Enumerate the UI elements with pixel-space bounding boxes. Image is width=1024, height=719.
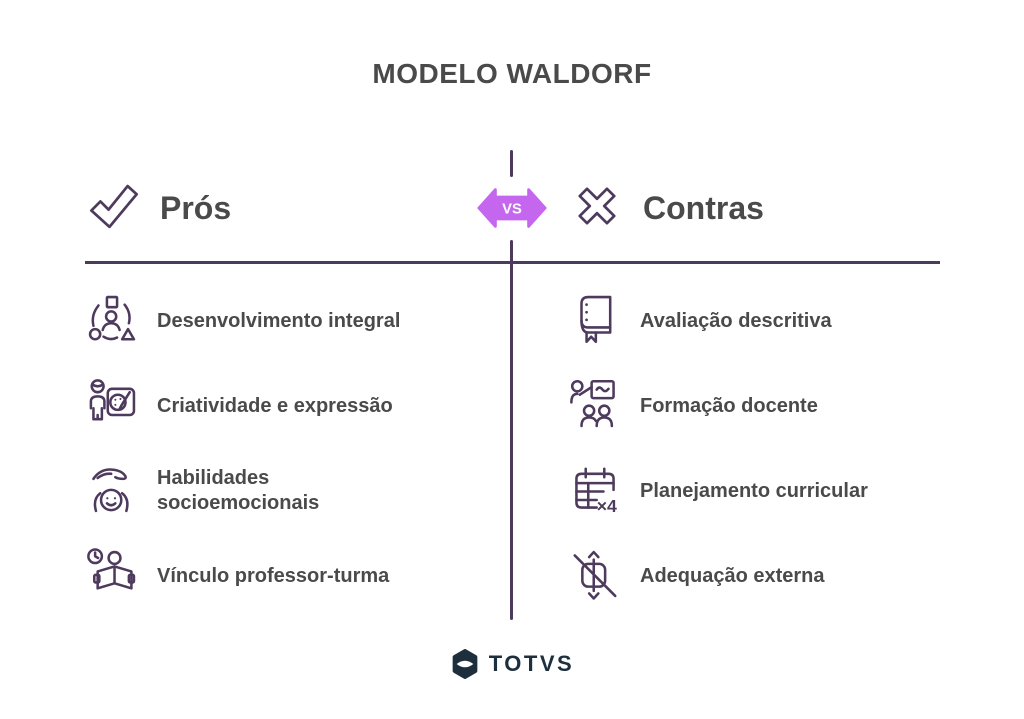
list-item: Habilidades socioemocionais xyxy=(85,463,510,519)
descriptive-assessment-icon xyxy=(568,292,622,351)
cons-item-label: Adequação externa xyxy=(640,564,825,587)
cons-list: Avaliação descritiva Formação docente xyxy=(568,293,993,633)
list-item: Formação docente xyxy=(568,378,993,434)
calendar-multiplier-label: ×4 xyxy=(597,495,617,515)
cons-item-label: Planejamento curricular xyxy=(640,479,868,502)
list-item: Vínculo professor-turma xyxy=(85,547,510,606)
totvs-logo-icon xyxy=(452,649,478,679)
totvs-wordmark: TOTVS xyxy=(488,651,575,676)
vs-badge-label: VS xyxy=(502,202,522,218)
teacher-class-bond-icon xyxy=(85,547,139,606)
external-adequacy-icon xyxy=(568,547,622,606)
pros-list: Desenvolvimento integral Criat xyxy=(85,293,510,633)
cons-header: Contras xyxy=(568,179,764,237)
list-item: Criatividade e expressão xyxy=(85,378,510,434)
cons-header-label: Contras xyxy=(643,189,764,226)
list-item: ×4 Planejamento curricular xyxy=(568,463,993,519)
cons-item-label: Avaliação descritiva xyxy=(640,309,832,332)
footer-brand: TOTVS xyxy=(0,649,1024,679)
check-icon xyxy=(85,177,143,240)
curriculum-planning-icon: ×4 xyxy=(568,462,622,521)
creativity-expression-icon xyxy=(85,377,139,436)
vs-badge: VS xyxy=(477,188,547,228)
list-item: Avaliação descritiva xyxy=(568,293,993,349)
pros-item-label: Criatividade e expressão xyxy=(157,394,393,417)
center-divider-top xyxy=(510,150,513,177)
center-divider-bottom xyxy=(510,240,513,620)
socioemotional-skills-icon xyxy=(85,462,139,521)
pros-item-label: Desenvolvimento integral xyxy=(157,309,401,332)
pros-item-label: Vínculo professor-turma xyxy=(157,564,390,587)
holistic-development-icon xyxy=(85,292,139,351)
cons-item-label: Formação docente xyxy=(640,394,818,417)
list-item: Adequação externa xyxy=(568,548,993,604)
list-item: Desenvolvimento integral xyxy=(85,293,510,349)
pros-header: Prós xyxy=(85,179,231,237)
x-icon xyxy=(568,177,626,240)
page-title: MODELO WALDORF xyxy=(372,58,652,89)
teacher-training-icon xyxy=(568,377,622,436)
pros-item-label: Habilidades socioemocionais xyxy=(157,467,320,514)
header-underline xyxy=(85,261,940,264)
pros-header-label: Prós xyxy=(160,189,232,226)
